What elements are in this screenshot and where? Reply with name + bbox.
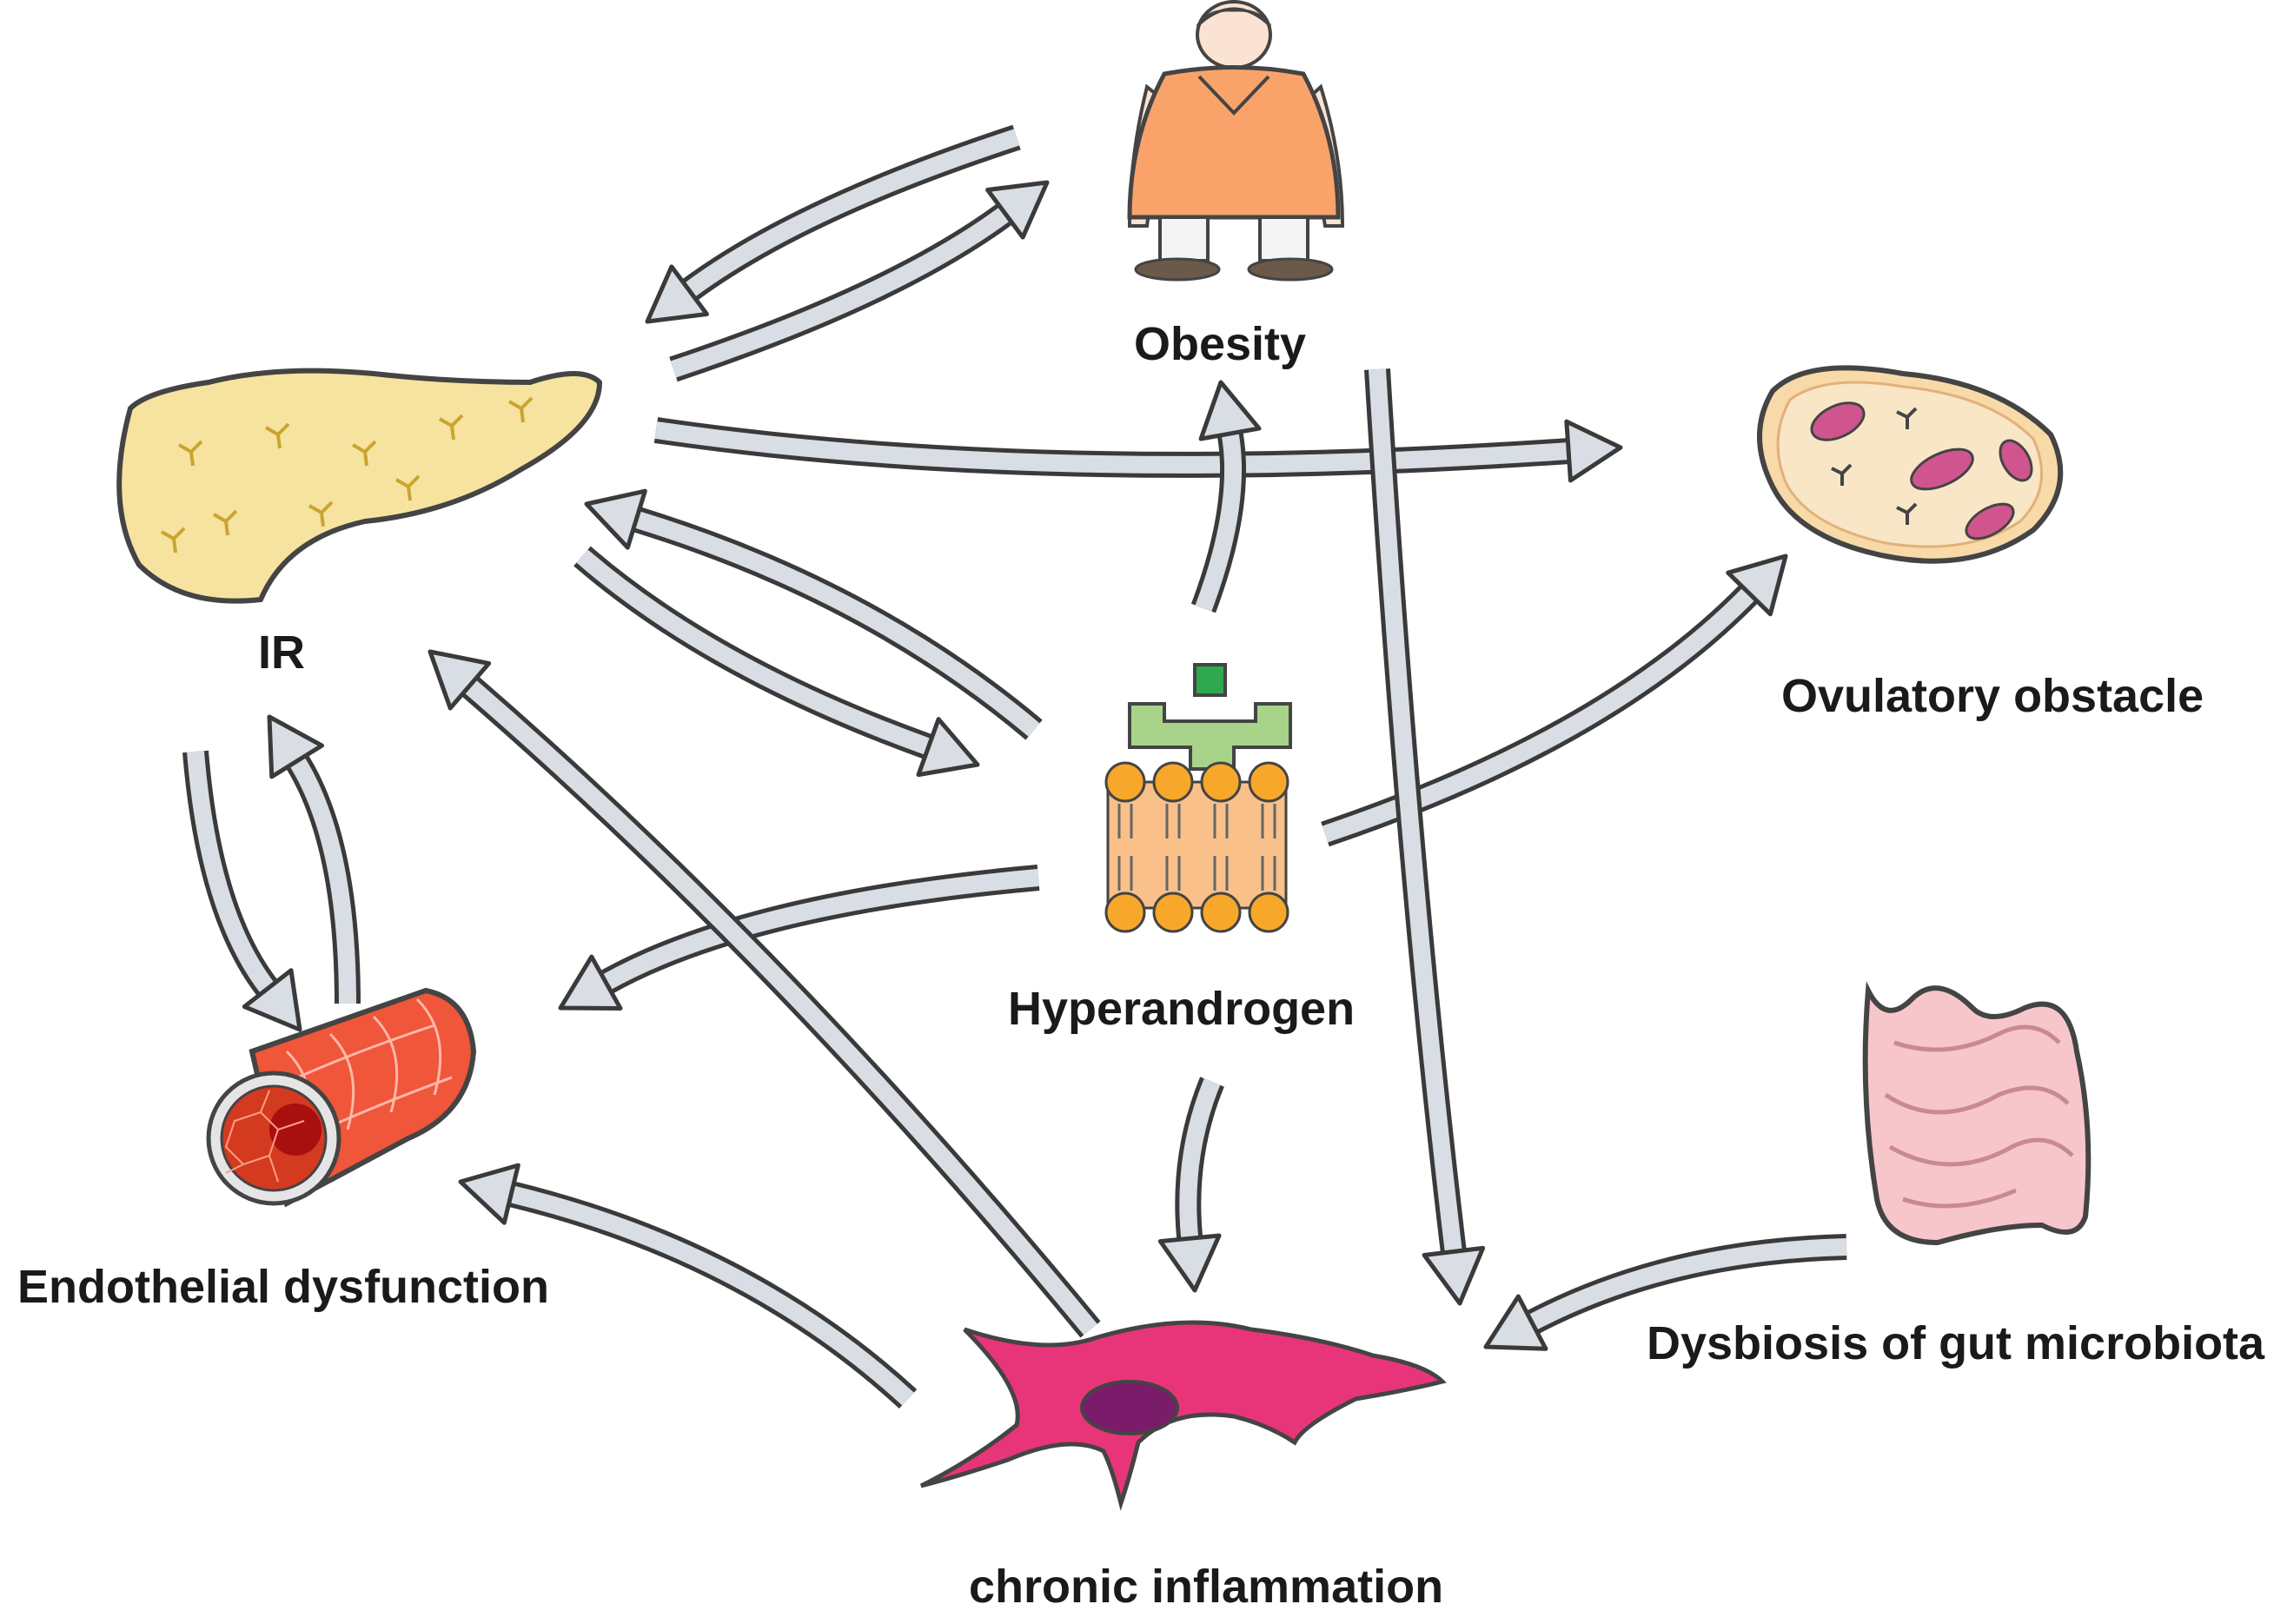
label-inflammation: chronic inflammation — [969, 1561, 1444, 1613]
arrow-obesity-to-inflammation — [1364, 368, 1486, 1306]
pancreas-icon — [116, 368, 603, 604]
arrow-inflammation-to-ir — [428, 649, 1101, 1338]
arrow-hyper-to-ir — [584, 488, 1043, 740]
ovary-icon — [1757, 365, 2064, 564]
arrow-endothelial-to-ir — [267, 714, 361, 1004]
arrow-dysbiosis-to-inflammation — [1483, 1234, 1847, 1351]
inflammatory-cell-icon — [919, 1320, 1447, 1511]
label-hyperandrogen: Hyperandrogen — [1008, 983, 1356, 1035]
obese-woman-icon — [1127, 0, 1345, 282]
label-obesity: Obesity — [1134, 318, 1307, 370]
label-endothelial: Endothelial dysfunction — [17, 1261, 550, 1313]
arrow-hyper-to-inflammation — [1157, 1077, 1224, 1293]
arrow-ir-to-obesity — [669, 180, 1050, 382]
label-ovulatory: Ovulatory obstacle — [1781, 670, 2204, 722]
arrow-hyper-to-endothelial — [558, 865, 1040, 1011]
label-dysbiosis: Dysbiosis of gut microbiota — [1647, 1317, 2265, 1369]
arrow-ir-to-ovulatory — [653, 417, 1623, 483]
arrow-layer — [182, 124, 1847, 1409]
arrow-obesity-to-ir — [645, 124, 1021, 324]
androgen-receptor-membrane-icon — [1104, 663, 1292, 933]
arrow-ir-to-hyper — [573, 546, 980, 778]
arrow-hyper-to-obesity — [1190, 380, 1262, 613]
intestine-icon — [1862, 981, 2091, 1246]
blood-vessel-icon — [206, 987, 477, 1208]
label-ir: IR — [258, 626, 305, 679]
arrow-ir-to-endothelial — [182, 750, 302, 1032]
arrow-inflammation-to-endothelial — [458, 1163, 918, 1409]
